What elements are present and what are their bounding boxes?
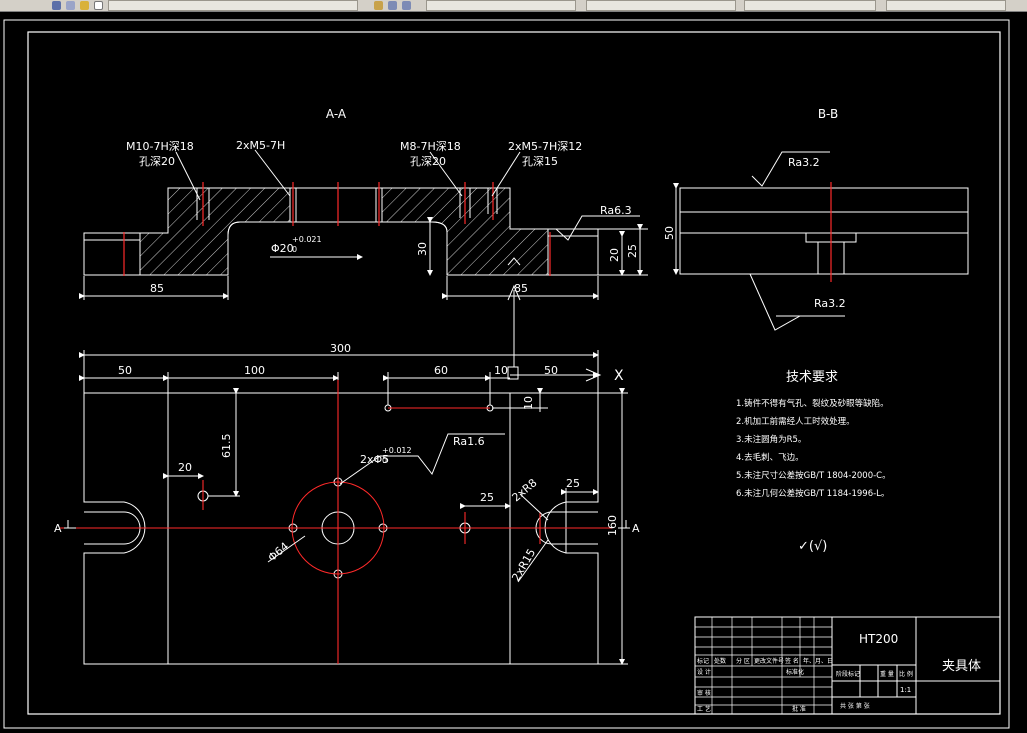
scale-label: 1:1 xyxy=(900,686,911,694)
tech-req-title: 技术要求 xyxy=(786,370,838,385)
label-m10-depth: 孔深20 xyxy=(139,155,175,168)
tb-approve: 批 准 xyxy=(792,705,806,713)
label-m5b-depth: 孔深15 xyxy=(522,155,558,168)
section-aa-hatch-left xyxy=(139,187,291,276)
tech-req-item: 1.铸件不得有气孔、裂纹及砂眼等缺陷。 xyxy=(736,398,889,409)
dim-60: 60 xyxy=(434,364,448,377)
tech-requirements: 技术要求 1.铸件不得有气孔、裂纹及砂眼等缺陷。 2.机加工前需经人工时效处理。… xyxy=(736,370,891,554)
label-section-a-right: A xyxy=(632,522,640,535)
dim-25a: 25 xyxy=(480,491,494,504)
section-bb-texts: Ra3.2 Ra3.2 50 xyxy=(663,156,846,310)
label-phi5-tol-lower: 0 xyxy=(382,456,387,465)
part-name-label: 夹具体 xyxy=(942,659,981,674)
dim-20: 20 xyxy=(178,461,192,474)
label-ra63: Ra6.3 xyxy=(600,204,632,217)
tech-req-item: 2.机加工前需经人工时效处理。 xyxy=(736,416,855,427)
dim-160: 160 xyxy=(606,515,619,536)
section-aa: A-A xyxy=(79,107,648,300)
title-block xyxy=(694,616,1001,715)
dim-25b: 25 xyxy=(566,477,580,490)
plan-view xyxy=(60,284,630,665)
dim-10h: 10 xyxy=(494,364,508,377)
roughness-note: ✓(√) xyxy=(798,539,827,554)
label-phi20-tol-upper: +0.021 xyxy=(292,235,322,244)
layer-dropdown[interactable] xyxy=(108,0,358,11)
tech-req-item: 6.未注几何公差按GB/T 1184-1996-L。 xyxy=(736,488,889,499)
layer-state-icon[interactable] xyxy=(374,1,383,10)
tb-header: 标记 xyxy=(697,657,709,665)
title-block-texts: HT200 夹具体 1:1 标记 处数 分 区 更改文件号 签 名 年、月、日 … xyxy=(697,632,981,713)
tb-header: 年、月、日 xyxy=(803,657,833,665)
label-phi20: Φ20 xyxy=(271,242,294,255)
tb-stage-label: 重 量 xyxy=(880,670,894,678)
label-ra16: Ra1.6 xyxy=(453,435,485,448)
dim-aa-30: 30 xyxy=(416,242,429,256)
tb-header: 处数 xyxy=(714,657,726,665)
tb-left-label: 审 核 xyxy=(697,689,711,697)
tech-req-item: 3.未注圆角为R5。 xyxy=(736,434,806,445)
tb-header: 分 区 xyxy=(736,657,750,665)
section-aa-texts: M10-7H深18 孔深20 2xM5-7H M8-7H深18 孔深20 2xM… xyxy=(126,139,639,295)
label-ra32-top: Ra3.2 xyxy=(788,156,820,169)
label-axis-x: X xyxy=(614,368,624,384)
label-m5a: 2xM5-7H xyxy=(236,139,285,152)
layer-settings-icon[interactable] xyxy=(402,1,411,10)
outer-border xyxy=(3,19,1010,729)
freeze-icon[interactable] xyxy=(66,1,75,10)
dim-300: 300 xyxy=(330,342,351,355)
tech-req-item: 4.去毛刺、飞边。 xyxy=(736,452,804,463)
layer-previous-icon[interactable] xyxy=(388,1,397,10)
label-m10: M10-7H深18 xyxy=(126,140,194,153)
label-m8-depth: 孔深20 xyxy=(410,155,446,168)
dim-aa-right-85: 85 xyxy=(514,282,528,295)
label-r15: 2xR15 xyxy=(509,547,538,584)
drawing-canvas[interactable]: A-A xyxy=(0,12,1027,733)
lock-icon[interactable] xyxy=(80,1,89,10)
inner-border xyxy=(27,31,1001,715)
tb-left-label: 工 艺 xyxy=(697,705,711,713)
color-dropdown[interactable] xyxy=(426,0,576,11)
label-m8: M8-7H深18 xyxy=(400,140,461,153)
dim-50a: 50 xyxy=(118,364,132,377)
material-label: HT200 xyxy=(859,632,898,646)
section-aa-title: A-A xyxy=(326,107,347,121)
label-r8: 2xR8 xyxy=(510,476,540,504)
dim-50b: 50 xyxy=(544,364,558,377)
label-ra32-bottom: Ra3.2 xyxy=(814,297,846,310)
label-phi20-tol-lower: 0 xyxy=(292,245,297,254)
label-phi5: 2xΦ5 xyxy=(360,453,389,466)
label-phi5-tol-upper: +0.012 xyxy=(382,446,412,455)
label-section-a-left: A xyxy=(54,522,62,535)
dim-aa-20: 20 xyxy=(608,248,621,262)
dim-10v: 10 xyxy=(522,396,535,410)
section-aa-outline xyxy=(83,187,599,276)
dim-61-5: 61.5 xyxy=(220,434,233,459)
tech-req-item: 5.未注尺寸公差按GB/T 1804-2000-C。 xyxy=(736,470,891,481)
tb-row-label: 设 计 xyxy=(697,668,711,676)
cad-toolbar xyxy=(0,0,1027,12)
tb-row-label: 标准化 xyxy=(786,668,804,676)
tb-stage-label: 比 例 xyxy=(899,670,913,678)
tb-sheet-label: 共 张 第 张 xyxy=(840,702,870,710)
layer-icon[interactable] xyxy=(52,1,61,10)
lineweight-dropdown[interactable] xyxy=(744,0,876,11)
dim-aa-left-85: 85 xyxy=(150,282,164,295)
section-bb: B-B xyxy=(673,107,969,331)
dim-aa-25: 25 xyxy=(626,244,639,258)
tb-stage-label: 阶段标记 xyxy=(836,670,860,678)
color-icon[interactable] xyxy=(94,1,103,10)
tb-header: 签 名 xyxy=(785,657,799,665)
label-m5b: 2xM5-7H深12 xyxy=(508,140,582,153)
dim-100: 100 xyxy=(244,364,265,377)
tb-header: 更改文件号 xyxy=(754,657,784,665)
plotstyle-dropdown[interactable] xyxy=(886,0,1006,11)
dim-bb-50: 50 xyxy=(663,226,676,240)
plan-outline xyxy=(83,392,599,665)
section-bb-title: B-B xyxy=(818,107,838,121)
linetype-dropdown[interactable] xyxy=(586,0,736,11)
